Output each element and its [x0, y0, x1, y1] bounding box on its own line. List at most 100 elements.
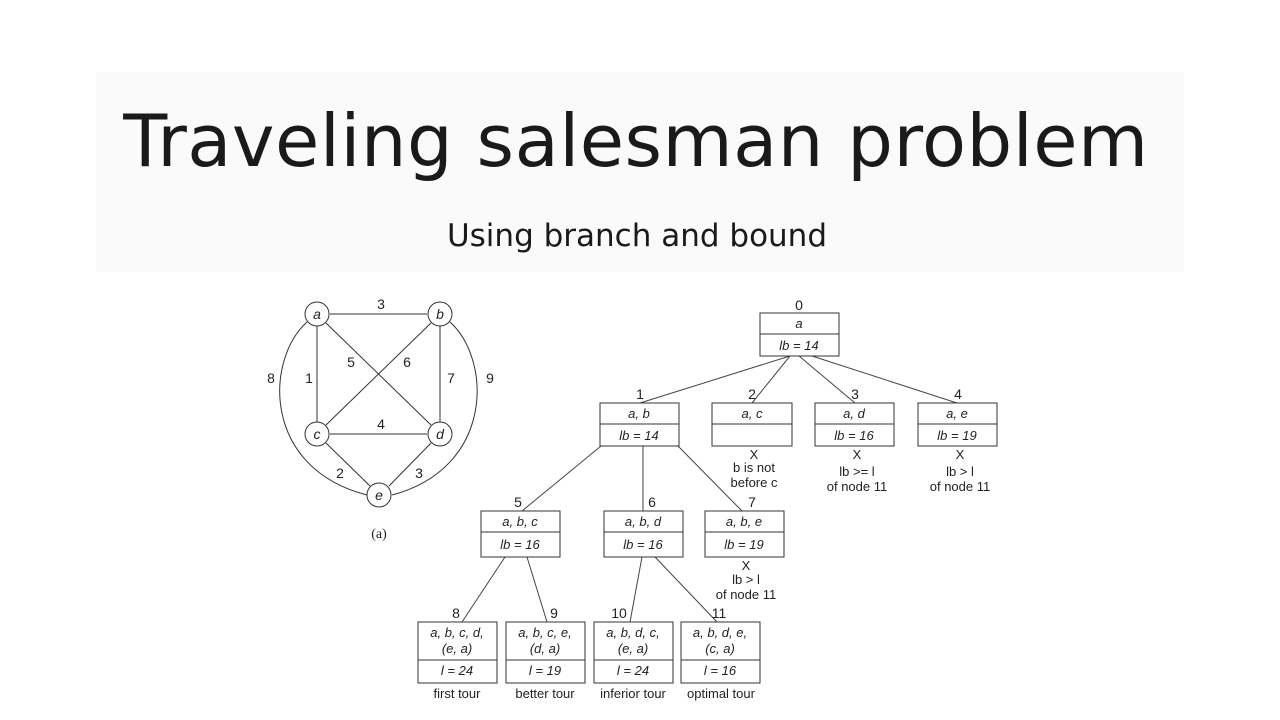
edge-weight-a-b: 3 [377, 296, 385, 312]
prune-reason-line-2: of node 11 [930, 479, 990, 494]
tour-label: optimal tour [687, 686, 756, 701]
tree-node-6: 6 a, b, d lb = 16 [603, 494, 684, 558]
tree-edge-5-8 [461, 556, 506, 623]
pruned-mark: X [750, 447, 759, 462]
node-path: a, b, c [502, 514, 538, 529]
tree-node-1: 1 a, b lb = 14 [599, 386, 680, 447]
node-number: 2 [748, 386, 756, 402]
slide-subtitle: Using branch and bound [446, 218, 828, 254]
weighted-graph [279, 313, 478, 496]
tree-edge-0-2 [751, 355, 791, 404]
vertex-label: e [375, 487, 383, 503]
pruned-mark: X [853, 447, 862, 462]
prune-reason-line-1: b is not [733, 460, 775, 475]
node-number: 9 [550, 605, 558, 621]
prune-reason-line-1: lb >= l [839, 464, 875, 479]
tree-edge-1-7 [677, 445, 743, 512]
node-length: l = 19 [529, 663, 561, 678]
node-number: 4 [954, 386, 962, 402]
node-length: l = 24 [617, 663, 649, 678]
edge-weight-a-d: 5 [347, 354, 355, 370]
tree-node-9: 9 a, b, c, e, (d, a) l = 19 better tour [505, 605, 586, 701]
edge-a-e [279, 321, 368, 496]
vertex-d: d [427, 421, 453, 447]
node-path: a, b, c, d, [430, 625, 483, 640]
node-path: a, d [843, 406, 865, 421]
prune-reason-line-2: of node 11 [716, 587, 776, 602]
tree-node-5: 5 a, b, c lb = 16 [480, 494, 561, 558]
tree-edge-6-11 [654, 556, 718, 623]
node-path-cont: (c, a) [705, 641, 735, 656]
edge-c-e [325, 442, 371, 487]
tree-node-4: 4 a, e lb = 19 X lb > l of node 11 [917, 386, 998, 494]
tour-label: better tour [515, 686, 575, 701]
edge-weight-b-d: 7 [447, 370, 455, 386]
tree-edge-0-1 [639, 355, 791, 404]
tree-node-11: 11 a, b, d, e, (c, a) l = 16 optimal tou… [680, 605, 761, 701]
prune-reason-line-1: lb > l [732, 572, 760, 587]
edge-d-e [388, 442, 432, 487]
node-path: a, b, d, e, [693, 625, 747, 640]
tree-node-8: 8 a, b, c, d, (e, a) l = 24 first tour [417, 605, 498, 701]
edge-weight-d-e: 3 [415, 465, 423, 481]
node-path: a, b, d [625, 514, 662, 529]
tree-edges [461, 355, 958, 623]
node-bound: lb = 16 [834, 428, 874, 443]
tree-edge-1-5 [521, 445, 602, 512]
graph-vertices: a b c d e [304, 301, 453, 508]
node-length: l = 24 [441, 663, 473, 678]
slide-title: Traveling salesman problem [123, 99, 1149, 183]
tree-edge-6-10 [629, 556, 643, 623]
node-path: a, c [742, 406, 763, 421]
node-path: a, b [628, 406, 650, 421]
node-path: a, b, c, e, [518, 625, 571, 640]
edge-b-e [391, 321, 478, 496]
tree-edge-0-3 [798, 355, 856, 404]
prune-reason-line-1: lb > l [946, 464, 974, 479]
vertex-c: c [304, 421, 330, 447]
node-number: 3 [851, 386, 859, 402]
node-bound: lb = 19 [937, 428, 976, 443]
node-number: 6 [648, 494, 656, 510]
node-path: a, b, d, c, [606, 625, 659, 640]
edge-weight-a-e: 8 [267, 370, 275, 386]
node-number: 11 [712, 605, 727, 621]
vertex-label: a [313, 306, 321, 322]
edge-weight-c-d: 4 [377, 416, 385, 432]
vertex-label: d [436, 426, 445, 442]
node-path-cont: (e, a) [442, 641, 472, 656]
node-bound: lb = 14 [619, 428, 658, 443]
prune-reason-line-2: before c [731, 475, 778, 490]
pruned-mark: X [956, 447, 965, 462]
tree-edge-5-9 [526, 556, 548, 623]
tour-label: inferior tour [600, 686, 666, 701]
prune-reason-line-2: of node 11 [827, 479, 887, 494]
node-number: 10 [611, 605, 627, 621]
node-path: a [795, 316, 802, 331]
graph-caption: (a) [371, 527, 387, 542]
edge-weight-b-c: 6 [403, 354, 411, 370]
edge-b-c [325, 322, 432, 426]
tree-node-2: 2 a, c X b is not before c [711, 386, 793, 490]
tour-label: first tour [434, 686, 482, 701]
vertex-e: e [366, 482, 392, 508]
node-number: 7 [748, 494, 756, 510]
node-bound: lb = 16 [500, 537, 540, 552]
tree-node-10: 10 a, b, d, c, (e, a) l = 24 inferior to… [593, 605, 674, 701]
tree-node-3: 3 a, d lb = 16 X lb >= l of node 11 [814, 386, 895, 494]
node-path: a, e [946, 406, 968, 421]
pruned-mark: X [742, 558, 751, 573]
node-bound: lb = 14 [779, 338, 818, 353]
edge-weights: 3 1 5 6 7 4 2 3 8 9 [267, 296, 494, 481]
vertex-label: b [436, 306, 444, 322]
node-bound: lb = 16 [623, 537, 663, 552]
node-number: 1 [636, 386, 644, 402]
node-number: 5 [514, 494, 522, 510]
edge-weight-b-e: 9 [486, 370, 494, 386]
vertex-label: c [314, 426, 321, 442]
node-path-cont: (e, a) [618, 641, 648, 656]
node-number: 8 [452, 605, 460, 621]
title-band [96, 72, 1184, 272]
